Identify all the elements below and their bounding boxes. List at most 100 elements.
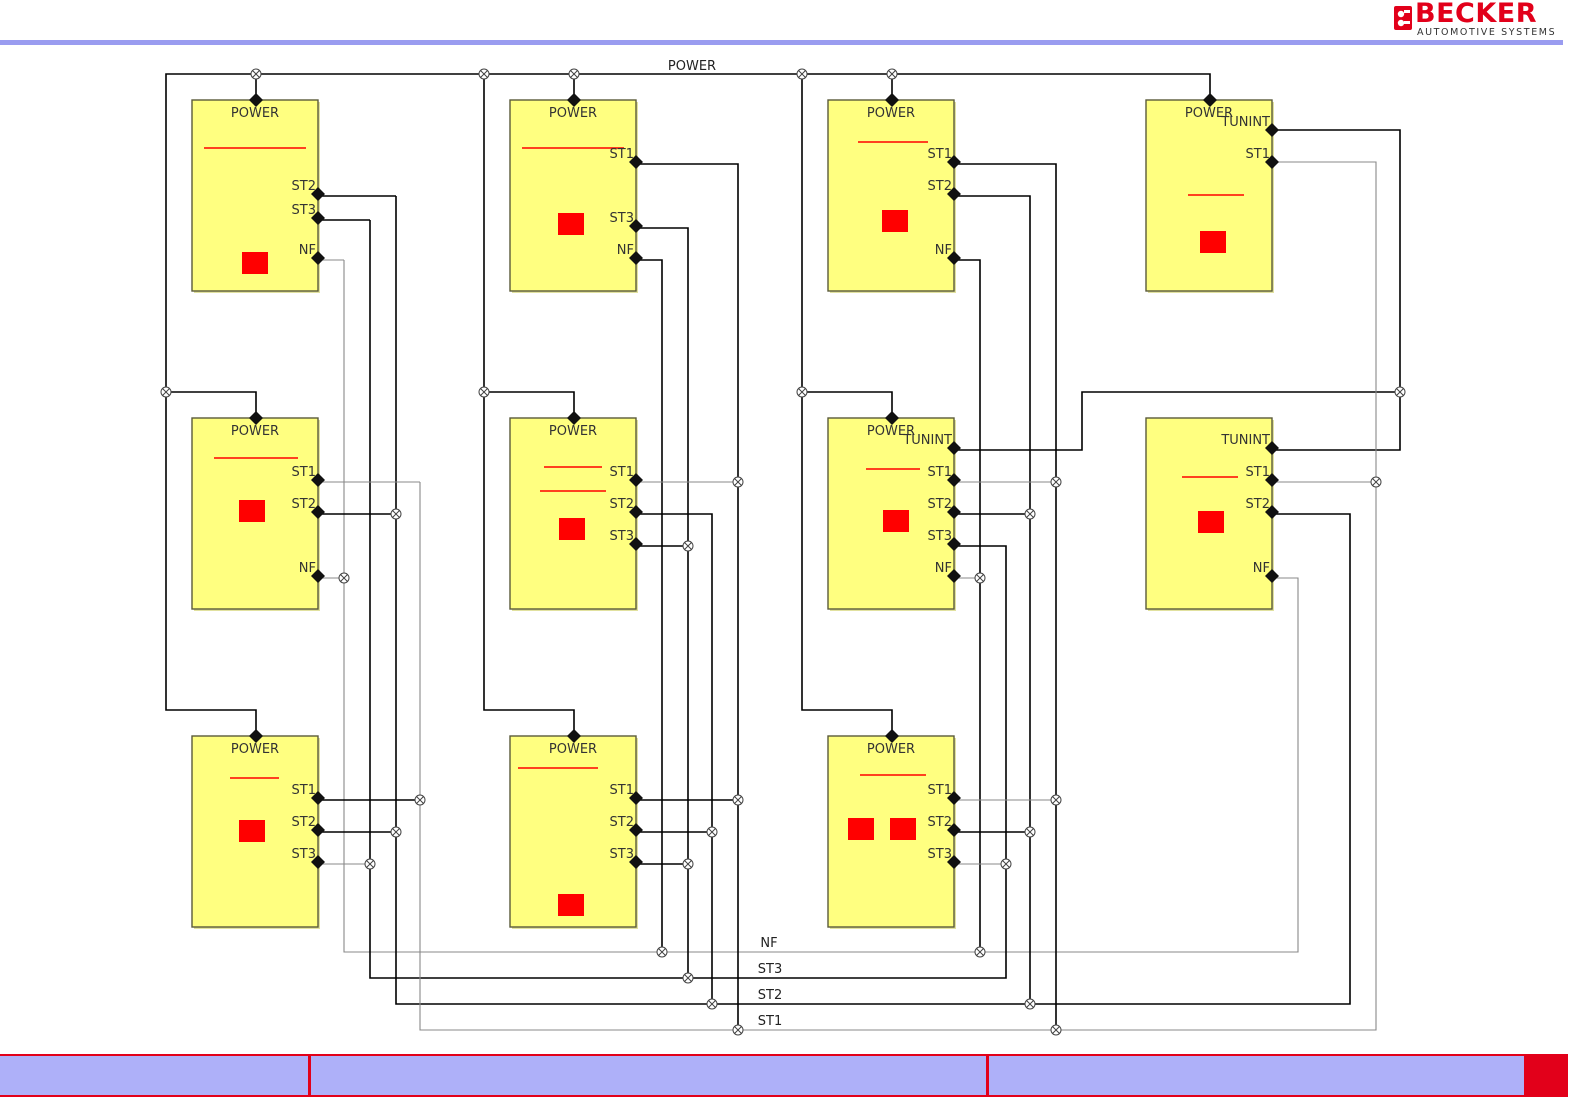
port-label: NF <box>1253 561 1270 576</box>
st1-bus <box>636 163 739 1030</box>
junction-node <box>1050 1024 1062 1036</box>
port-pin <box>1265 473 1279 487</box>
port-pin <box>567 411 581 425</box>
bus-label-st3: ST3 <box>758 962 782 977</box>
port-pin <box>947 473 961 487</box>
junction-node <box>338 572 350 584</box>
st2-bus <box>395 196 1351 1005</box>
box-body <box>827 99 955 292</box>
footer-red-block <box>1524 1054 1568 1097</box>
port-label: ST1 <box>1246 147 1270 162</box>
box-body <box>509 99 637 292</box>
st2-bus <box>956 195 1031 1004</box>
nf-bus <box>636 259 663 952</box>
port-pin <box>947 791 961 805</box>
junction-node <box>1024 826 1036 838</box>
junction-node <box>732 476 744 488</box>
port-label: ST2 <box>292 815 316 830</box>
box-red-square <box>883 510 909 532</box>
port-pin <box>947 537 961 551</box>
port-pin <box>311 855 325 869</box>
port-pin <box>947 155 961 169</box>
junction-node <box>568 68 580 80</box>
port-pin <box>567 729 581 743</box>
port-label: ST1 <box>292 465 316 480</box>
port-pin <box>947 823 961 837</box>
port-pin <box>1265 505 1279 519</box>
port-label: ST3 <box>610 211 634 226</box>
port-label: NF <box>617 243 634 258</box>
box-red-square <box>890 818 916 840</box>
port-pin <box>629 219 643 233</box>
logo-tagline: AUTOMOTIVE SYSTEMS <box>1417 27 1557 38</box>
power-bus <box>165 73 1211 392</box>
st2-bus <box>636 513 713 1004</box>
junction-node <box>478 386 490 398</box>
junction-node <box>1024 508 1036 520</box>
port-label: ST2 <box>610 497 634 512</box>
port-pin <box>947 187 961 201</box>
port-pin <box>885 411 899 425</box>
power-drop <box>484 391 575 418</box>
junction-node <box>364 858 376 870</box>
port-label: ST3 <box>292 847 316 862</box>
port-pin <box>311 251 325 265</box>
junction-node <box>682 972 694 984</box>
port-label: NF <box>935 243 952 258</box>
box-body <box>1145 99 1273 292</box>
port-pin <box>249 411 263 425</box>
port-label: ST3 <box>610 529 634 544</box>
junction-node <box>1050 794 1062 806</box>
junction-node <box>732 1024 744 1036</box>
power-drop <box>166 391 257 418</box>
port-label: ST3 <box>928 529 952 544</box>
junction-node <box>974 946 986 958</box>
port-label: ST2 <box>610 815 634 830</box>
st3-bus <box>369 220 1007 979</box>
connectors <box>160 68 1406 1036</box>
port-label: POWER <box>867 424 915 439</box>
footer-separator <box>986 1054 989 1097</box>
junction-node <box>974 572 986 584</box>
box-red-square <box>242 252 268 274</box>
tunint-wire <box>956 391 1400 451</box>
port-label: ST2 <box>292 179 316 194</box>
port-pin <box>311 187 325 201</box>
port-pin <box>629 537 643 551</box>
port-label: POWER <box>549 106 597 121</box>
port-label: ST2 <box>1246 497 1270 512</box>
bus-label-st2: ST2 <box>758 988 782 1003</box>
port-pin <box>629 251 643 265</box>
footer-bar <box>0 1054 1577 1097</box>
box-red-square <box>558 894 584 916</box>
junction-node <box>732 794 744 806</box>
port-pin <box>311 211 325 225</box>
port-pin <box>947 505 961 519</box>
port-label: NF <box>935 561 952 576</box>
box-red-square <box>882 210 908 232</box>
port-pin <box>311 823 325 837</box>
port-pin <box>947 855 961 869</box>
port-label: ST1 <box>292 783 316 798</box>
port-label: POWER <box>231 106 279 121</box>
header-rule <box>0 40 1563 45</box>
power-drop <box>165 392 257 736</box>
port-pin <box>249 93 263 107</box>
port-pin <box>629 855 643 869</box>
nf-bus <box>956 259 981 952</box>
port-label: ST1 <box>928 783 952 798</box>
box-red-square <box>559 518 585 540</box>
port-label: NF <box>299 561 316 576</box>
port-pin <box>629 791 643 805</box>
footer-cell-right <box>989 1054 1524 1097</box>
port-label: POWER <box>867 742 915 757</box>
port-label: POWER <box>549 424 597 439</box>
port-label: TUNINT <box>902 433 952 448</box>
junction-node <box>1370 476 1382 488</box>
port-label: ST1 <box>610 465 634 480</box>
